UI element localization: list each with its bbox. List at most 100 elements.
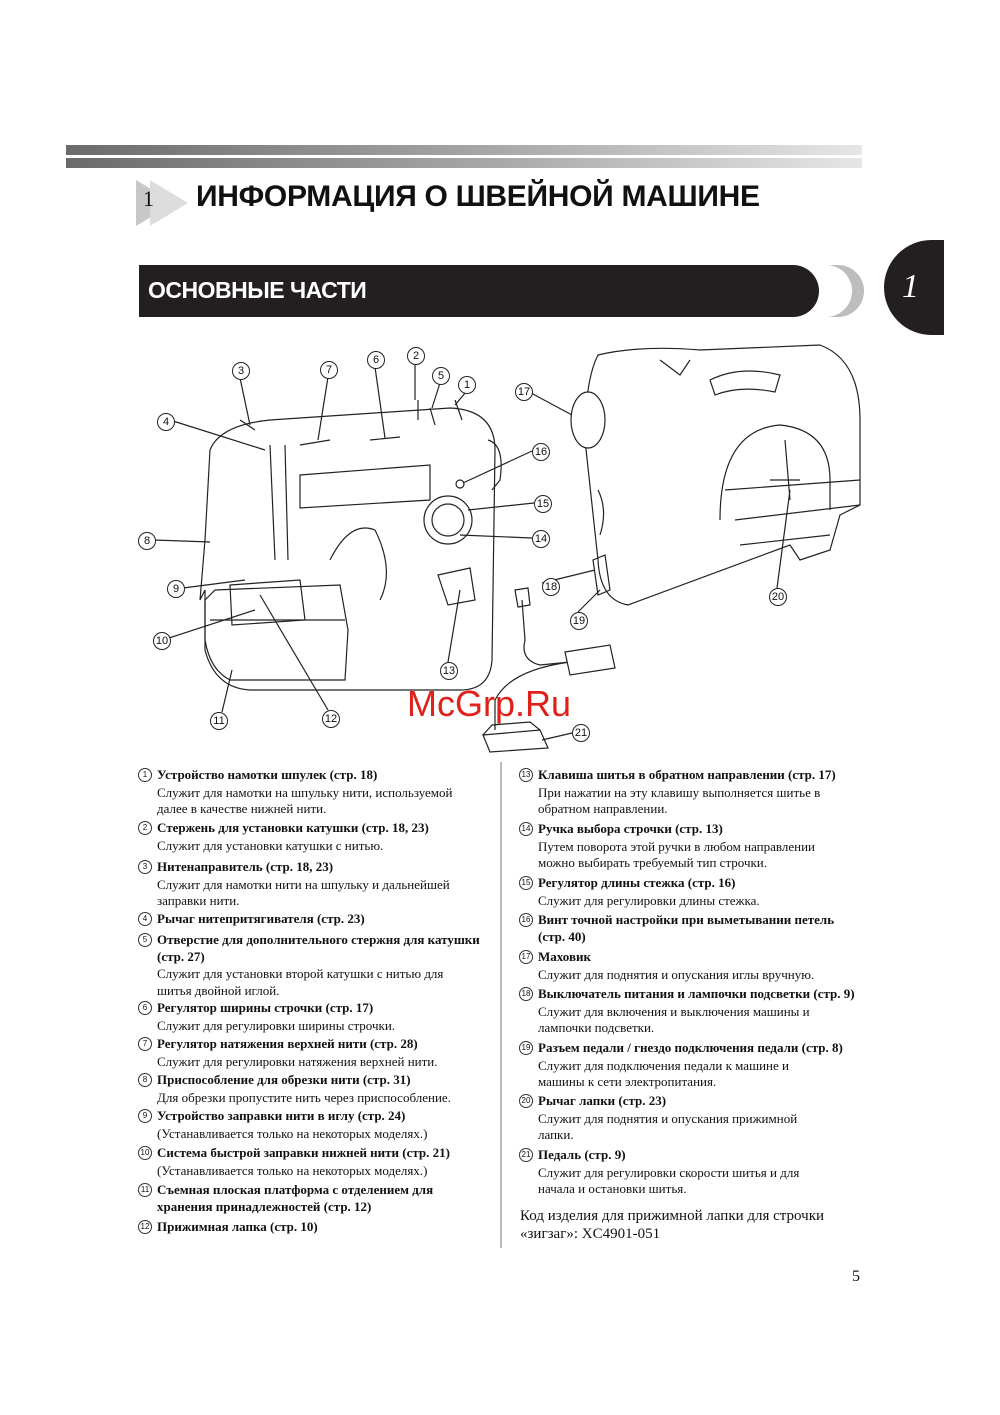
part-item: 13 Клавиша шитья в обратном направлении (… [519, 767, 836, 818]
callout-number: 18 [542, 578, 560, 596]
chapter-title: ИНФОРМАЦИЯ О ШВЕЙНОЙ МАШИНЕ [196, 180, 760, 213]
part-number: 20 [519, 1094, 533, 1108]
part-description: лапки. [538, 1127, 574, 1143]
side-tab-number: 1 [902, 268, 919, 305]
part-title-cont: хранения принадлежностей (стр. 12) [157, 1198, 372, 1214]
part-description: Служит для намотки на шпульку нити, испо… [157, 784, 453, 800]
part-item: 8 Приспособление для обрезки нити (стр. 3… [138, 1072, 451, 1106]
part-description: Служит для регулировки ширины строчки. [157, 1017, 396, 1033]
part-description: При нажатии на эту клавишу выполняется ш… [538, 784, 821, 800]
callout-number: 12 [322, 710, 340, 728]
part-description: лампочки подсветки. [538, 1020, 655, 1036]
part-description: Для обрезки пропустите нить через приспо… [157, 1089, 451, 1105]
header-bar-bottom [66, 158, 862, 168]
part-item: 4 Рычаг нитепритягивателя (стр. 23) [138, 911, 365, 928]
column-divider [500, 762, 502, 1248]
callout-number: 21 [572, 724, 590, 742]
part-title: Приспособление для обрезки нити (стр. 31… [157, 1072, 411, 1087]
part-description: Путем поворота этой ручки в любом направ… [538, 838, 816, 854]
part-number: 7 [138, 1037, 152, 1051]
callout-number: 17 [515, 383, 533, 401]
part-number: 4 [138, 912, 152, 926]
part-item: 18 Выключатель питания и лампочки подсвет… [519, 986, 855, 1037]
part-item: 1 Устройство намотки шпулек (стр. 18) Служ… [138, 767, 453, 818]
callout-number: 14 [532, 530, 550, 548]
part-title: Маховик [538, 949, 591, 964]
part-number: 11 [138, 1183, 152, 1197]
part-title: Отверстие для дополнительного стержня дл… [157, 932, 480, 947]
callout-number: 2 [407, 347, 425, 365]
part-description: можно выбирать требуемый тип строчки. [538, 855, 768, 871]
part-title: Выключатель питания и лампочки подсветки… [538, 986, 855, 1001]
callout-number: 15 [534, 495, 552, 513]
part-title-cont: (стр. 40) [538, 928, 586, 944]
header-bar-top [66, 145, 862, 155]
part-title: Разъем педали / гнездо подключения педал… [538, 1040, 843, 1055]
part-title: Рычаг нитепритягивателя (стр. 23) [157, 911, 365, 926]
part-number: 17 [519, 950, 533, 964]
part-number: 12 [138, 1220, 152, 1234]
part-number: 18 [519, 987, 533, 1001]
part-description: Служит для намотки нити на шпульку и дал… [157, 876, 450, 892]
section-title: ОСНОВНЫЕ ЧАСТИ [148, 277, 367, 303]
part-item: 19 Разъем педали / гнездо подключения пед… [519, 1040, 843, 1091]
part-number: 14 [519, 822, 533, 836]
part-description: Служит для регулировки натяжения верхней… [157, 1053, 438, 1069]
chapter-number: 1 [143, 186, 154, 211]
part-number: 15 [519, 876, 533, 890]
callout-number: 6 [367, 351, 385, 369]
part-title-cont: (стр. 27) [157, 948, 205, 964]
part-title: Клавиша шитья в обратном направлении (ст… [538, 767, 836, 782]
part-description: Служит для установки катушки с нитью. [157, 837, 384, 853]
part-title: Прижимная лапка (стр. 10) [157, 1219, 318, 1234]
part-number: 19 [519, 1041, 533, 1055]
callout-number: 5 [432, 367, 450, 385]
callout-number: 1 [458, 376, 476, 394]
part-number: 21 [519, 1148, 533, 1162]
sewing-machine-illustration [153, 344, 861, 753]
product-code-line: Код изделия для прижимной лапки для стро… [520, 1208, 825, 1224]
part-description: начала и остановки шитья. [538, 1181, 687, 1197]
part-number: 1 [138, 768, 152, 782]
part-number: 6 [138, 1001, 152, 1015]
part-title: Система быстрой заправки нижней нити (ст… [157, 1145, 450, 1160]
part-item: 10 Система быстрой заправки нижней нити (… [138, 1145, 450, 1179]
part-number: 2 [138, 821, 152, 835]
part-item: 2 Стержень для установки катушки (стр. 18… [138, 820, 429, 854]
part-title: Ручка выбора строчки (стр. 13) [538, 821, 723, 836]
part-title: Регулятор натяжения верхней нити (стр. 2… [157, 1036, 418, 1051]
callout-number: 11 [210, 712, 228, 730]
callout-number: 10 [153, 632, 171, 650]
product-code-note: Код изделия для прижимной лапки для стро… [520, 1207, 824, 1243]
callout-number: 19 [570, 612, 588, 630]
section-banner-cap [826, 265, 864, 317]
part-title: Устройство намотки шпулек (стр. 18) [157, 767, 378, 782]
part-number: 10 [138, 1146, 152, 1160]
part-description: Служит для установки второй катушки с ни… [157, 966, 444, 982]
part-description: обратном направлении. [538, 801, 668, 817]
callout-number: 9 [167, 580, 185, 598]
part-description: Служит для поднятия и опускания прижимно… [538, 1110, 798, 1126]
part-number: 9 [138, 1109, 152, 1123]
part-description: (Устанавливается только на некоторых мод… [157, 1162, 428, 1178]
callout-number: 7 [320, 361, 338, 379]
part-number: 13 [519, 768, 533, 782]
part-title: Стержень для установки катушки (стр. 18,… [157, 820, 429, 835]
callout-number: 13 [440, 662, 458, 680]
watermark-text: McGrp.Ru [407, 683, 572, 724]
part-number: 8 [138, 1073, 152, 1087]
part-description: машины к сети электропитания. [538, 1074, 717, 1090]
callout-number: 3 [232, 362, 250, 380]
part-description: далее в качестве нижней нити. [157, 801, 327, 817]
page-number: 5 [852, 1268, 860, 1285]
